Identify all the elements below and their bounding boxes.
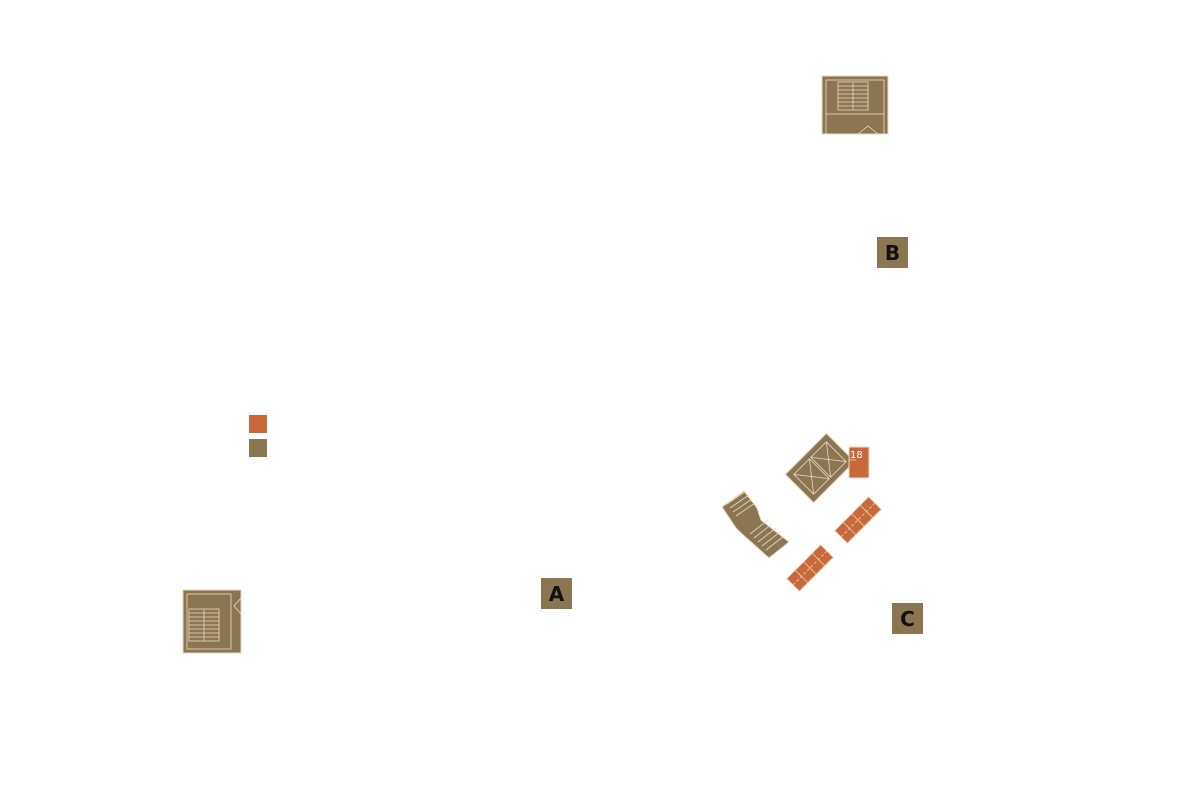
block-label-c: C — [892, 603, 923, 634]
elevator-icon — [810, 441, 847, 478]
unit-row-right — [833, 495, 883, 545]
core-block-a — [182, 589, 242, 654]
unit-number: 18 — [850, 450, 863, 461]
block-label-b: B — [877, 237, 908, 268]
door-swing-icon — [233, 597, 242, 615]
unit-18: 18 — [848, 446, 870, 479]
block-label-a: A — [541, 578, 572, 609]
block-c-cluster: 18 — [721, 432, 883, 593]
stair-icon — [837, 81, 869, 111]
stair-icon — [726, 490, 785, 551]
lift-core — [784, 432, 856, 504]
core-block-b — [821, 75, 889, 135]
elevator-icon — [793, 458, 830, 495]
stair-icon — [188, 608, 220, 642]
stair-l-shaped — [721, 490, 790, 559]
door-swing-icon — [857, 125, 879, 135]
unit-row-left — [785, 543, 835, 593]
legend-swatch-unit — [249, 415, 267, 433]
core-a-body — [182, 589, 242, 654]
legend-swatch-core — [249, 439, 267, 457]
core-b-body — [821, 75, 889, 135]
